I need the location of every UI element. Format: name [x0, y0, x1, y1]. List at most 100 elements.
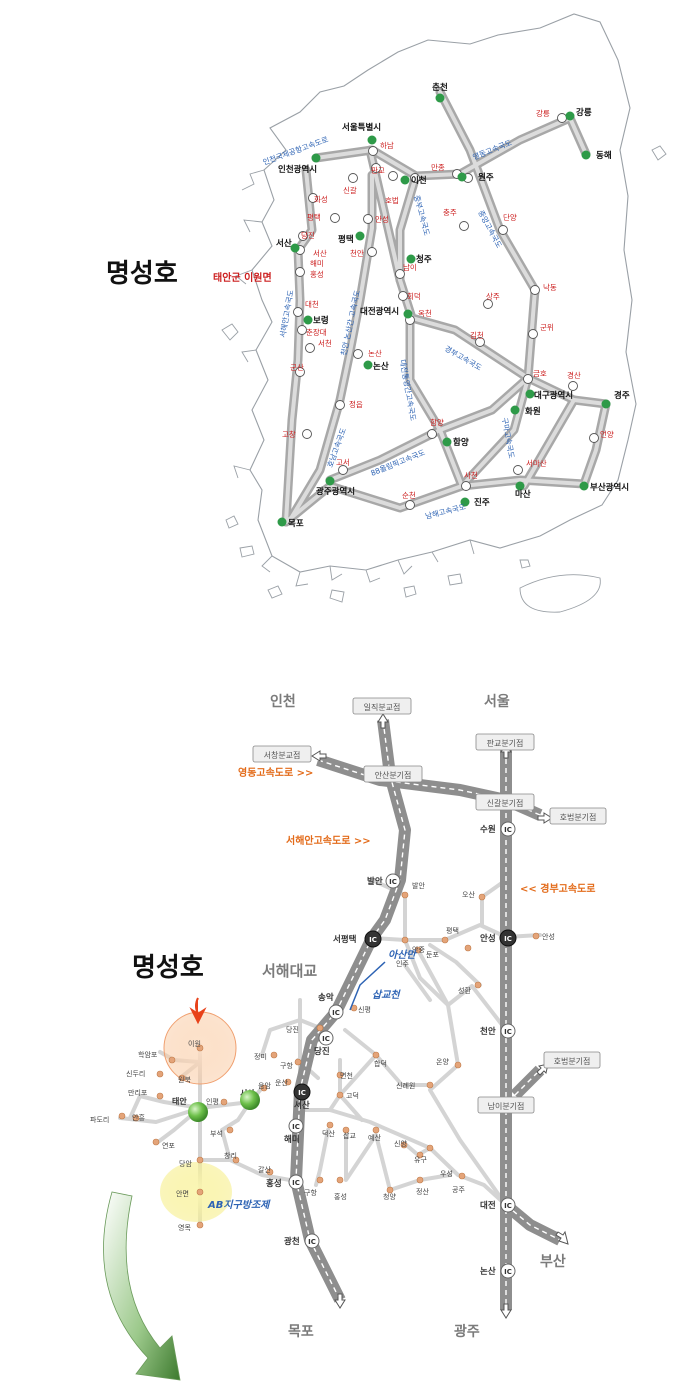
junction-boxes: 일직분교점 판교분기점 서창분교점 안산분기점 신갈분기점 호법분기점 — [252, 697, 607, 1114]
asan-bay-line — [349, 961, 386, 1011]
ic-label: 고창 — [282, 430, 296, 439]
top-map: 춘천 강릉 동해 서울특별시 인천광역시 원주 이천 평택 서산 청주 보령 대… — [106, 13, 667, 613]
place-label: 신평 — [358, 1005, 371, 1014]
box-label: 서창분교점 — [264, 750, 301, 760]
ic-label: 홍성 — [266, 1178, 282, 1189]
city-daejeon: 대전광역시 — [360, 306, 399, 317]
place-label: 합덕 — [374, 1059, 387, 1068]
anmyeon-highlight — [160, 1162, 232, 1222]
region-seoul: 서울 — [484, 693, 510, 710]
ic-label: 경산 — [567, 370, 581, 380]
top-title: 명성호 — [106, 259, 178, 289]
city-hamyang: 함양 — [453, 437, 469, 448]
place-label: 오산 — [462, 890, 475, 899]
ic-label: 김천 — [470, 330, 484, 340]
region-labels: 인천 서울 목포 광주 부산 서해대교 — [262, 693, 566, 1340]
place-label: 삽교 — [343, 1131, 356, 1140]
place-label: 창리 — [224, 1151, 237, 1160]
jeju-island — [519, 574, 601, 613]
coast-detail — [233, 169, 475, 587]
place-label: 구항 — [304, 1188, 317, 1197]
box-label: 판교분기점 — [487, 738, 524, 748]
place-label: 공주 — [452, 1186, 465, 1194]
ic-label: 평택 — [307, 212, 321, 222]
place-label: 면천 — [340, 1071, 353, 1080]
svg-text:IC: IC — [292, 1123, 300, 1131]
ic-label: 상주 — [486, 291, 500, 301]
place-label: 유구 — [414, 1156, 427, 1164]
arrow-down-icon — [334, 1293, 346, 1309]
box-seochang: 서창분교점 — [252, 745, 312, 763]
place-ab-district: AB지구방조제 — [207, 1199, 271, 1211]
svg-text:IC: IC — [504, 1268, 512, 1276]
ic-label: 함양 — [430, 418, 444, 427]
ic-label: 언양 — [600, 429, 614, 439]
place-label: 이원 — [188, 1039, 201, 1048]
ic-label: 송악 — [318, 992, 334, 1003]
region-gwangju: 광주 — [454, 1323, 480, 1340]
box-iljik: 일직분교점 — [352, 697, 412, 715]
place-label: 홍성 — [334, 1192, 347, 1201]
gyeongbu-label: << 경부고속도로 — [520, 882, 595, 895]
city-daegu: 대구광역시 — [534, 390, 573, 401]
city-boryeong: 보령 — [313, 315, 329, 326]
bottom-expressway-labels: 영동고속도로 >> 서해안고속도로 >> << 경부고속도로 — [238, 766, 595, 895]
arrow-right-icon — [555, 1230, 569, 1245]
place-label: 온양 — [436, 1058, 449, 1066]
ic-label: 안성 — [480, 933, 496, 944]
place-label: 음암 — [258, 1082, 271, 1090]
ic-cheonan: 천안 IC — [480, 1023, 516, 1039]
box-label: 호법분기점 — [560, 812, 597, 822]
place-label: 만리포 — [128, 1088, 148, 1097]
ic-label: 남이 — [403, 262, 417, 272]
ic-label: 화성 — [314, 195, 328, 204]
region-incheon: 인천 — [270, 693, 296, 710]
box-singal: 신갈분기점 — [475, 793, 535, 811]
ic-label: 단양 — [503, 212, 517, 222]
city-nonsan: 논산 — [373, 361, 389, 372]
box-label: 남이분기점 — [488, 1101, 525, 1111]
ic-gwangcheon: 광천 IC — [284, 1233, 320, 1249]
box-label: 안산분기점 — [375, 770, 412, 780]
place-labels: 발안 오산 안중 평택 안성 인주 둔포 성환 신평 당진 정미 구항 운산 합… — [90, 881, 555, 1232]
ic-seosan: IC 서산 — [293, 1083, 311, 1111]
box-pangyo: 판교분기점 — [475, 733, 535, 751]
place-label: 부석 — [210, 1129, 223, 1138]
box-label: 호법분기점 — [554, 1056, 591, 1066]
islands — [221, 145, 667, 613]
arrow-up-icon — [377, 713, 389, 729]
place-label: 정산 — [416, 1187, 429, 1196]
city-mokpo: 목포 — [288, 519, 304, 529]
place-label: 갈산 — [258, 1165, 271, 1174]
place-dots — [118, 891, 540, 1229]
box-label: 신갈분기점 — [487, 798, 524, 808]
ic-hongseong: 홍성 IC — [266, 1174, 304, 1190]
top-city-labels: 춘천 강릉 동해 서울특별시 인천광역시 원주 이천 평택 서산 청주 보령 대… — [276, 82, 630, 529]
arrow-right-icon — [537, 812, 553, 824]
place-label: 둔포 — [426, 951, 439, 959]
ic-label: 호법 — [385, 195, 399, 205]
ic-label: 고서 — [336, 458, 350, 467]
place-label: 정미 — [254, 1052, 267, 1061]
ic-label: 서천 — [318, 338, 332, 348]
ic-label: 안성 — [375, 214, 389, 224]
ic-label: 회덕 — [407, 291, 421, 301]
ic-label: 사천 — [464, 470, 478, 480]
ic-badges: 수원 IC 발안 IC 서평택 IC 안성 IC 송악 IC IC 당진 — [266, 821, 517, 1279]
ic-label: 대전 — [480, 1200, 496, 1211]
ic-label: 군산 — [290, 362, 304, 372]
ic-label: 천안 — [350, 248, 364, 258]
place-label: 원북 — [178, 1075, 191, 1084]
city-gwangju: 광주광역시 — [316, 486, 355, 497]
place-label: 고덕 — [346, 1091, 359, 1100]
box-nami: 남이분기점 — [477, 1096, 535, 1114]
place-label: 학암포 — [138, 1050, 158, 1059]
svg-text:IC: IC — [292, 1179, 300, 1187]
svg-text:IC: IC — [504, 1028, 512, 1036]
ic-label: 춘장대 — [306, 327, 327, 337]
arrow-down-icon — [500, 1303, 512, 1319]
place-label: 연포 — [162, 1142, 175, 1150]
city-icheon: 이천 — [411, 175, 427, 186]
ic-label: 낙동 — [543, 282, 557, 292]
